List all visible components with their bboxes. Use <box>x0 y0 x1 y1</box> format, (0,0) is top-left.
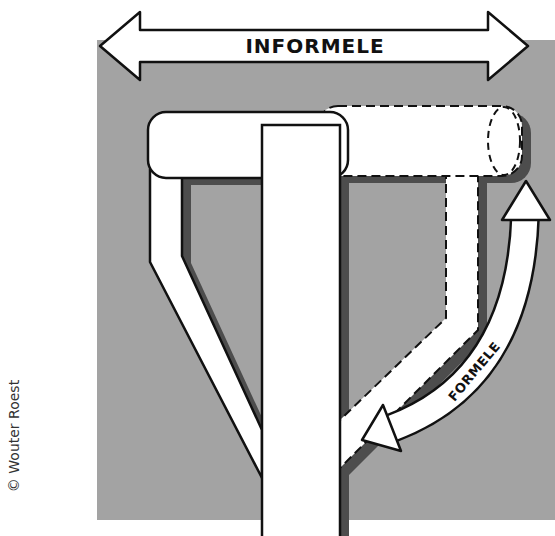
arrow-label: FORMELE <box>446 339 503 403</box>
curved-arrow-outline <box>392 215 525 428</box>
informal-branch <box>150 170 262 478</box>
curved-arrow-body <box>392 215 525 428</box>
copyright-note: © Wouter Roest <box>7 380 21 492</box>
arrow-head <box>362 405 401 451</box>
arrow-head <box>502 181 550 220</box>
cylinder-end <box>488 107 520 175</box>
trunk <box>262 125 340 536</box>
double-arrow <box>100 12 528 80</box>
arrow-label: INFORMELE <box>245 36 384 56</box>
